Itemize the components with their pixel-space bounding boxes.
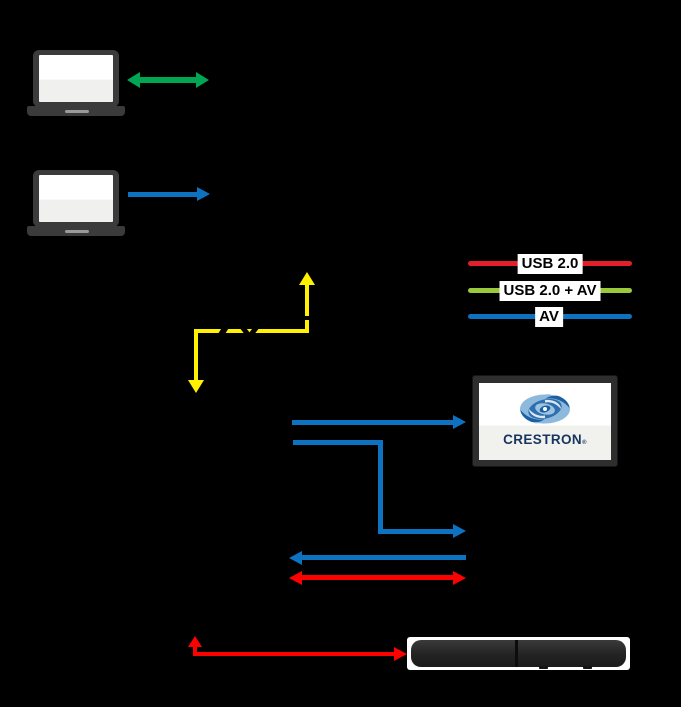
arrowhead-right — [197, 187, 210, 201]
laptop-trackpad-notch — [65, 230, 89, 233]
soundbar-image-backing — [407, 637, 630, 670]
legend-label-av: AV — [535, 307, 563, 327]
arrowhead-left — [289, 571, 302, 585]
arrowhead-right — [453, 415, 466, 429]
legend-label-usb: USB 2.0 — [517, 254, 583, 274]
soundbar-seam — [515, 640, 518, 667]
arrowhead-down — [188, 380, 204, 393]
video-soundbar-icon — [411, 640, 626, 669]
arrowhead-up — [299, 272, 315, 285]
arrowhead-left — [289, 551, 302, 565]
laptop-trackpad-notch — [65, 110, 89, 113]
crestron-swirl-logo-icon — [519, 393, 571, 430]
arrowhead-right — [196, 72, 209, 88]
display-screen: CRESTRON® — [479, 383, 611, 460]
soundbar-foot — [539, 666, 548, 669]
soundbar-foot — [583, 666, 592, 669]
crestron-display: CRESTRON® — [472, 375, 618, 467]
laptop-bottom-icon — [27, 170, 125, 236]
arrowhead-left — [127, 72, 140, 88]
arrowhead-right — [453, 571, 466, 585]
arrowhead-right — [453, 524, 466, 538]
laptop-screen — [39, 55, 113, 102]
laptop-top-icon — [27, 50, 125, 116]
arrowhead-right — [394, 647, 407, 661]
arrowhead-up — [188, 636, 202, 647]
legend-label-usb-av: USB 2.0 + AV — [499, 281, 601, 301]
crestron-wordmark: CRESTRON® — [503, 432, 587, 447]
laptop-screen — [39, 175, 113, 222]
